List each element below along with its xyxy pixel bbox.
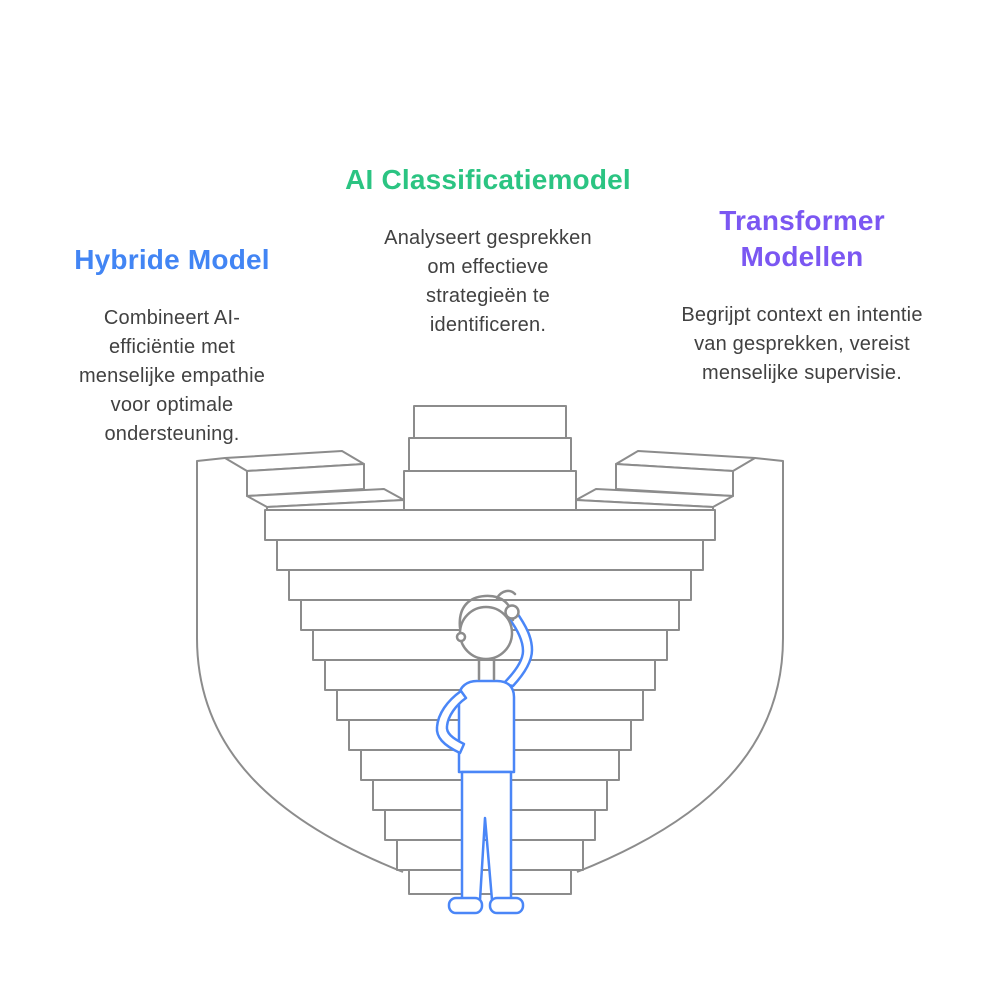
person-ear (455, 631, 467, 643)
person-hand (504, 604, 520, 620)
person-akimbo-arm (435, 689, 468, 755)
person-neck (477, 656, 496, 681)
funnel-outline-right (576, 457, 784, 873)
transformer-modellen-title: Transformer Modellen (719, 205, 885, 272)
person-shoe-left (447, 896, 484, 915)
column-transformer-modellen: Transformer Modellen Begrijpt context en… (652, 203, 952, 388)
person-hair-tuft (495, 589, 517, 600)
ai-classificatiemodel-description: Analyseert gesprekken om effectieve stra… (384, 227, 592, 336)
center-tower-staircase (403, 405, 577, 511)
funnel-outline-left (196, 457, 404, 873)
hybride-model-description: Combineert AI-efficiëntie met menselijke… (78, 307, 266, 445)
person-shirt (457, 679, 516, 774)
column-hybride-model: Hybride Model Combineert AI-efficiëntie … (42, 242, 302, 449)
column-ai-classificatiemodel: AI Classificatiemodel Analyseert gesprek… (345, 162, 631, 340)
left-branch-staircase (224, 450, 405, 520)
person-figure (435, 589, 534, 915)
person-head (458, 605, 514, 661)
person-shoe-right (488, 896, 525, 915)
transformer-modellen-description: Begrijpt context en intentie van gesprek… (681, 304, 923, 384)
right-branch-staircase (575, 450, 756, 520)
hybride-model-title: Hybride Model (74, 244, 270, 275)
ai-classificatiemodel-title: AI Classificatiemodel (345, 164, 631, 195)
